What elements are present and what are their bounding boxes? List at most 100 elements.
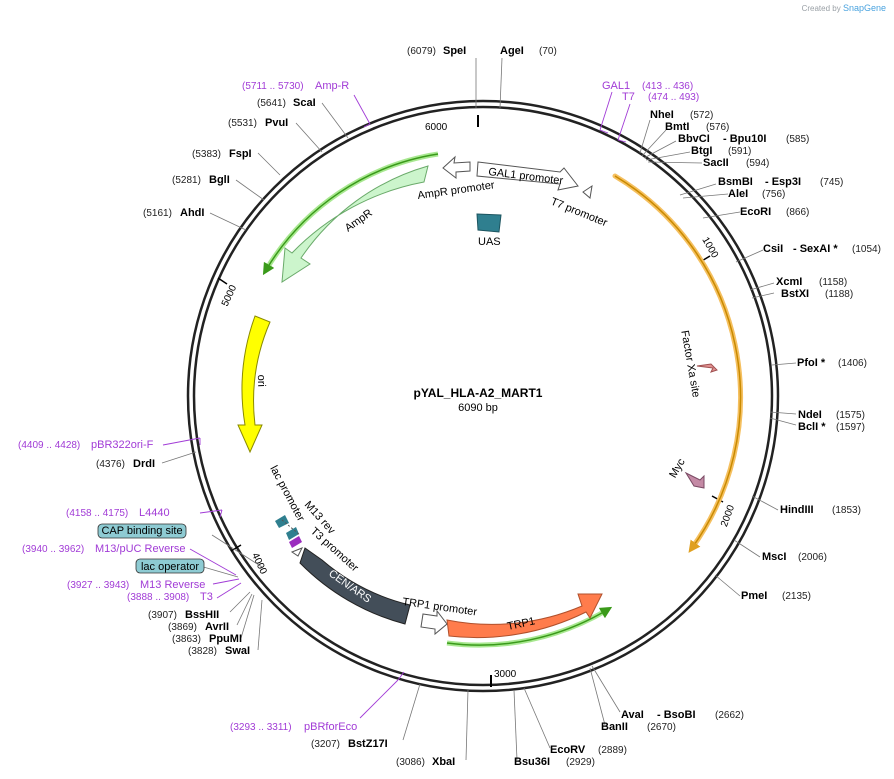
cap-callout-line [211, 534, 263, 568]
cap-binding-site-label: CAP binding site [101, 525, 182, 537]
primer-name-Amp-R: Amp-R [315, 80, 349, 92]
enzyme-pos-DrdI: (4376) [96, 459, 125, 470]
enzyme-pos-PvuI: (5531) [228, 118, 257, 129]
enzyme-pos-Bsu36I: (2929) [566, 757, 595, 768]
backbone-outer [186, 99, 780, 693]
enzyme-pos-SwaI: (3828) [188, 646, 217, 657]
tick-label-4000: 4000 [249, 551, 269, 576]
enzyme-name-BstZ17I: BstZ17I [348, 738, 388, 750]
enzyme-extra-BbvCI: - Bpu10I [723, 133, 766, 145]
t3-promoter-arrow [290, 547, 304, 557]
enzyme-name-Bsu36I: Bsu36I [514, 756, 550, 768]
enzyme-pos-BclI: (1597) [836, 422, 865, 433]
enzyme-name-FspI: FspI [229, 148, 252, 160]
primer-range-GAL1: (413 .. 436) [642, 81, 693, 92]
enzyme-name-AhdI: AhdI [180, 207, 204, 219]
enzyme-name-XcmI: XcmI [776, 276, 802, 288]
enzyme-pos-BbvCI: (585) [786, 134, 809, 145]
ampr-promoter-label: AmpR promoter [417, 179, 496, 202]
enzyme-pos-ScaI: (5641) [257, 98, 286, 109]
primer-range-M13-pUC-Reverse: (3940 .. 3962) [22, 544, 84, 555]
enzyme-pos-BmtI: (576) [706, 122, 729, 133]
enzyme-name-BglI: BglI [209, 174, 230, 186]
enzyme-pos-AvrII: (3869) [168, 622, 197, 633]
enzyme-name-MscI: MscI [762, 551, 786, 563]
enzyme-name-ScaI: ScaI [293, 97, 316, 109]
enzyme-pos-PpuMI: (3863) [172, 634, 201, 645]
enzyme-pos-CsiI: (1054) [852, 244, 881, 255]
ampr-promoter-arrow [442, 155, 471, 180]
enzyme-name-EcoRI: EcoRI [740, 206, 771, 218]
primer-name-M13-Reverse: M13 Reverse [140, 579, 205, 591]
enzyme-name-BssHII: BssHII [185, 609, 219, 621]
enzyme-name-SpeI: SpeI [443, 45, 466, 57]
enzyme-name-BanII: BanII [601, 721, 628, 733]
factor-xa-label: Factor Xa site [678, 329, 702, 398]
t7-promoter-label: T7 promoter [549, 196, 609, 230]
enzyme-pos-EcoRV: (2889) [598, 745, 627, 756]
primer-name-T7: T7 [622, 91, 635, 103]
ori-label: ori [255, 374, 267, 387]
enzyme-leader-lines [161, 57, 797, 761]
enzyme-pos-EcoRI: (866) [786, 207, 809, 218]
enzyme-name-PfoI: PfoI * [797, 357, 826, 369]
enzyme-pos-BanII: (2670) [647, 722, 676, 733]
lac-operator-box [286, 527, 299, 540]
primer-name-L4440: L4440 [139, 507, 170, 519]
enzyme-pos-FspI: (5383) [192, 149, 221, 160]
enzyme-name-AvrII: AvrII [205, 621, 229, 633]
enzyme-extra-BsmBI: - Esp3I [765, 176, 801, 188]
trp1-label: TRP1 [506, 615, 536, 633]
enzyme-name-NheI: NheI [650, 109, 674, 121]
uas-box [476, 213, 502, 233]
primer-name-pBRforEco: pBRforEco [304, 721, 357, 733]
myc-label: Myc [667, 456, 688, 480]
enzyme-pos-SpeI: (6079) [407, 46, 436, 57]
ori-arrow [237, 315, 271, 454]
enzyme-pos-BstZ17I: (3207) [311, 739, 340, 750]
enzyme-pos-PfoI: (1406) [838, 358, 867, 369]
enzyme-pos-MscI: (2006) [798, 552, 827, 563]
primer-range-Amp-R: (5711 .. 5730) [242, 81, 304, 92]
enzyme-pos-XbaI: (3086) [396, 757, 425, 768]
primer-range-L4440: (4158 .. 4175) [66, 508, 128, 519]
enzyme-pos-PmeI: (2135) [782, 591, 811, 602]
enzyme-name-SacII: SacII [703, 157, 729, 169]
primer-leader-lines [162, 91, 631, 719]
primer-range-pBR322ori-F: (4409 .. 4428) [18, 440, 80, 451]
primer-name-M13-pUC-Reverse: M13/pUC Reverse [95, 543, 185, 555]
t3-box [289, 536, 302, 548]
enzyme-pos-BglI: (5281) [172, 175, 201, 186]
trp1-promoter-arrow [420, 609, 448, 636]
enzyme-pos-BsmBI: (745) [820, 177, 843, 188]
enzyme-name-CsiI: CsiI [763, 243, 783, 255]
enzyme-pos-XcmI: (1158) [819, 277, 847, 288]
lac-operator-callout-line [199, 565, 239, 578]
enzyme-pos-AleI: (756) [762, 189, 785, 200]
insert-arc-line [614, 175, 742, 553]
primer-name-GAL1: GAL1 [602, 80, 630, 92]
enzyme-name-EcoRV: EcoRV [550, 744, 586, 756]
tick-label-5000: 5000 [220, 283, 240, 308]
enzyme-extra-AvaI: - BsoBI [657, 709, 696, 721]
enzyme-pos-BssHII: (3907) [148, 610, 177, 621]
enzyme-name-SwaI: SwaI [225, 645, 250, 657]
primer-range-M13-Reverse: (3927 .. 3943) [67, 580, 129, 591]
enzyme-extra-CsiI: - SexAI * [793, 243, 838, 255]
enzyme-name-PmeI: PmeI [741, 590, 767, 602]
primer-name-T3: T3 [200, 591, 213, 603]
myc-arrow [684, 471, 705, 489]
enzyme-pos-SacII: (594) [746, 158, 769, 169]
factor-xa-arrow [696, 363, 718, 373]
uas-label: UAS [478, 236, 501, 248]
enzyme-pos-BstXI: (1188) [825, 289, 853, 300]
enzyme-pos-NdeI: (1575) [836, 410, 865, 421]
enzyme-labels: (6079) SpeI AgeI (70) NheI (572) BmtI (5… [96, 45, 881, 768]
cap-site-box [275, 515, 289, 528]
created-by-text: Created by [801, 4, 841, 13]
primer-name-pBR322ori-F: pBR322ori-F [91, 439, 154, 451]
ampr-arrow [281, 165, 429, 283]
enzyme-pos-AhdI: (5161) [143, 208, 172, 219]
lac-operator-callout [135, 558, 205, 574]
